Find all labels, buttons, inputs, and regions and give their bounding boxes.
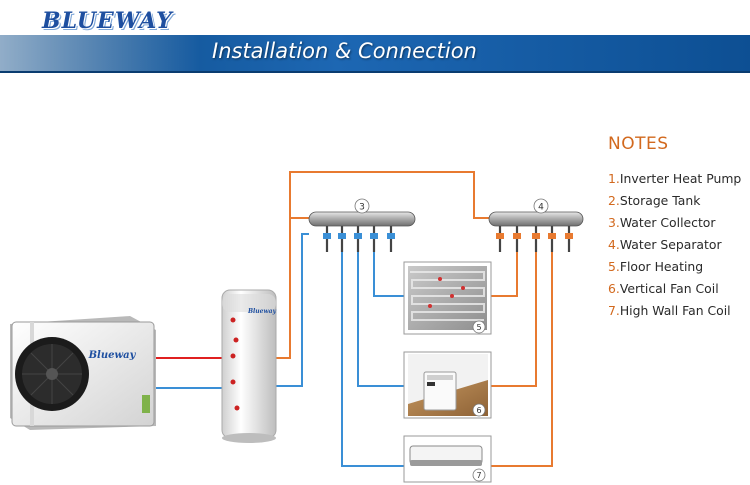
notes-heading: NOTES [608, 134, 669, 154]
heat-pump-unit-icon: Blueway [10, 316, 156, 430]
notes-list-item: 1.Inverter Heat Pump [608, 168, 750, 190]
pump-brand-label: Blueway [88, 350, 137, 361]
collector-marker: 3 [359, 203, 365, 213]
notes-list-item: 2.Storage Tank [608, 190, 750, 212]
floor-heating-icon: 5 [403, 261, 492, 335]
note-number: 4. [608, 237, 620, 252]
tank-brand-label: Blueway [247, 308, 277, 315]
note-number: 3. [608, 215, 620, 230]
note-label: Water Collector [619, 215, 716, 230]
vertical-fan-coil-marker: 6 [476, 406, 481, 415]
page-title: Installation & Connection [212, 39, 477, 63]
notes-list-item: 5.Floor Heating [608, 256, 750, 278]
note-number: 6. [608, 281, 620, 296]
notes-list-item: 6.Vertical Fan Coil [608, 278, 750, 300]
note-label: Storage Tank [619, 193, 701, 208]
note-number: 7. [608, 303, 620, 318]
note-number: 1. [608, 171, 620, 186]
note-label: Floor Heating [619, 259, 704, 274]
notes-list-item: 7.High Wall Fan Coil [608, 300, 750, 322]
water-collector: 3 [308, 198, 416, 252]
floor-heating-marker: 5 [476, 323, 481, 332]
wall-fan-coil-marker: 7 [476, 471, 481, 480]
note-label: Vertical Fan Coil [619, 281, 719, 296]
note-label: Inverter Heat Pump [619, 171, 742, 186]
note-label: Water Separator [619, 237, 722, 252]
notes-list-item: 3.Water Collector [608, 212, 750, 234]
note-number: 5. [608, 259, 620, 274]
blueway-logo: BLUEWAY [42, 8, 173, 34]
header-banner: Installation & Connection [0, 35, 750, 73]
water-separator: 4 [488, 198, 584, 252]
wall-fan-coil-icon: 7 [403, 435, 492, 483]
storage-tank-icon: Blueway [221, 289, 277, 443]
note-label: High Wall Fan Coil [619, 303, 731, 318]
banner-fade [0, 35, 200, 71]
cold-return-pipes [275, 233, 404, 467]
note-number: 2. [608, 193, 620, 208]
vertical-fan-coil-icon: 6 [403, 351, 492, 419]
separator-marker: 4 [538, 203, 544, 213]
notes-list-item: 4.Water Separator [608, 234, 750, 256]
hot-supply-pipes [275, 171, 553, 467]
pump-tank-pipes [150, 357, 222, 389]
